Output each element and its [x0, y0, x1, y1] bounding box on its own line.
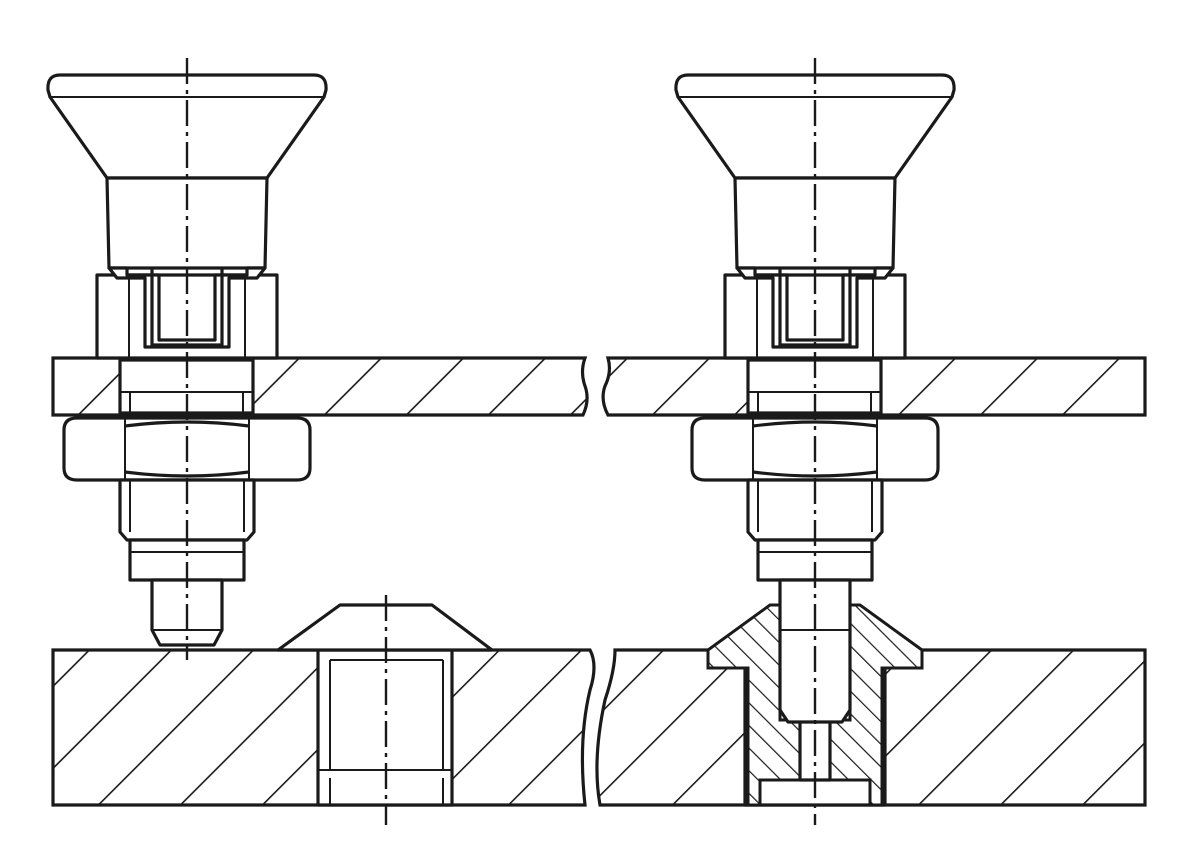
- left-view-retracted: [46, 58, 596, 825]
- right-view-engaged: [595, 58, 1147, 825]
